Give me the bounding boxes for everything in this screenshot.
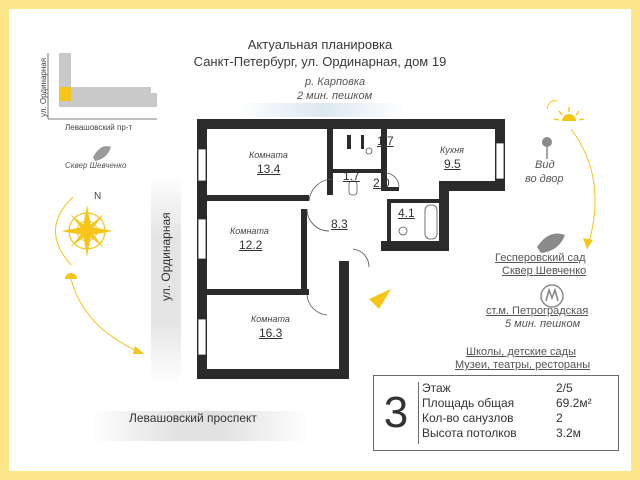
river-strip — [237, 103, 407, 117]
compass-north: N — [94, 191, 102, 202]
info-value: 69.2м² — [556, 396, 592, 410]
info-value: 2 — [556, 411, 563, 425]
windows — [197, 142, 505, 356]
apartment-info-box: 3 Этаж 2/5 Площадь общая 69.2м² Кол-во с… — [373, 375, 619, 451]
room-area: 8.3 — [331, 217, 348, 231]
leaf-icon — [537, 233, 565, 253]
info-label: Кол-во санузлов — [422, 411, 514, 425]
room-name: Комната — [230, 226, 269, 236]
info-value: 3.2м — [556, 426, 581, 440]
street-left-strip — [151, 174, 181, 384]
address: Санкт-Петербург, ул. Ординарная, дом 19 — [193, 54, 447, 69]
info-value: 2/5 — [556, 381, 573, 395]
minimap-street-vertical: ул. Ординарная — [39, 57, 48, 117]
room-area: 4.1 — [398, 206, 415, 220]
info-label: Высота потолков — [422, 426, 517, 440]
nearby-park[interactable]: Сквер Шевченко — [502, 265, 587, 277]
nearby-museums[interactable]: Музеи, театры, рестораны — [455, 359, 591, 371]
sunrise-icon — [65, 273, 77, 279]
view-label: Вид — [535, 159, 555, 171]
street-left-label: ул. Ординарная — [159, 212, 173, 301]
room-area: 1.7 — [343, 169, 360, 183]
nearby-metro-walk: 5 мин. пешком — [505, 318, 581, 330]
leaf-icon — [93, 146, 111, 161]
room-area: 2.0 — [373, 176, 390, 190]
nearby-garden[interactable]: Гесперовский сад — [495, 252, 586, 264]
bathroom-fixtures — [348, 147, 438, 240]
rooms-count: 3 — [374, 382, 419, 444]
river-name: р. Карповка — [305, 76, 366, 88]
view-label-sub: во двор — [525, 173, 564, 185]
room-area: 1.7 — [377, 134, 394, 148]
sun-icon — [553, 107, 585, 121]
view-pin-icon — [542, 137, 552, 159]
floor-plan-drawing — [47, 53, 596, 379]
street-bottom-label: Левашовский проспект — [129, 411, 257, 425]
room-area: 9.5 — [444, 157, 461, 171]
room-area: 12.2 — [239, 238, 263, 252]
room-area: 13.4 — [257, 162, 281, 176]
minimap-street-horizontal: Левашовский пр-т — [65, 123, 133, 132]
nearby-metro[interactable]: ст.м. Петроградская — [486, 305, 589, 317]
info-label: Этаж — [422, 381, 451, 395]
room-name: Кухня — [440, 145, 464, 155]
compass-rose — [61, 205, 113, 257]
metro-icon — [540, 284, 564, 308]
nearby-schools[interactable]: Школы, детские сады — [466, 346, 576, 358]
street-bottom-strip — [89, 411, 311, 441]
room-name: Комната — [249, 150, 288, 160]
info-label: Площадь общая — [422, 396, 515, 410]
minimap — [47, 53, 157, 120]
doors — [306, 172, 400, 316]
entrance-marker — [369, 289, 391, 309]
minimap-park: Сквер Шевченко — [65, 161, 127, 170]
page-title: Актуальная планировка — [247, 37, 393, 52]
room-area: 16.3 — [259, 326, 283, 340]
room-name: Комната — [251, 314, 290, 324]
river-walk-time: 2 мин. пешком — [297, 90, 373, 102]
